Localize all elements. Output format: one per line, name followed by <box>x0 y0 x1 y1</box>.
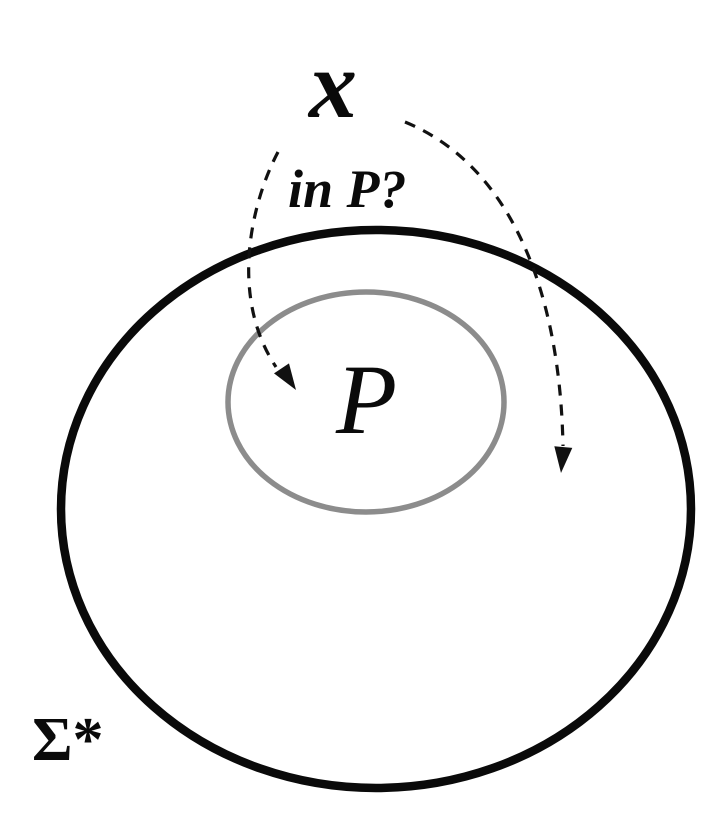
string-x-label: x <box>307 31 357 138</box>
arrow-into-p-shaft <box>247 151 280 368</box>
arrow-outside-p-shaft <box>404 120 565 447</box>
universe-ellipse <box>56 225 696 793</box>
inner-set-label: P <box>335 344 397 455</box>
universe-label: Σ* <box>32 706 104 774</box>
arrow-into-p-head <box>274 363 296 390</box>
membership-question-label: in P? <box>288 159 407 219</box>
arrow-outside-p-head <box>554 446 573 473</box>
inner-set-ellipse <box>225 289 507 515</box>
